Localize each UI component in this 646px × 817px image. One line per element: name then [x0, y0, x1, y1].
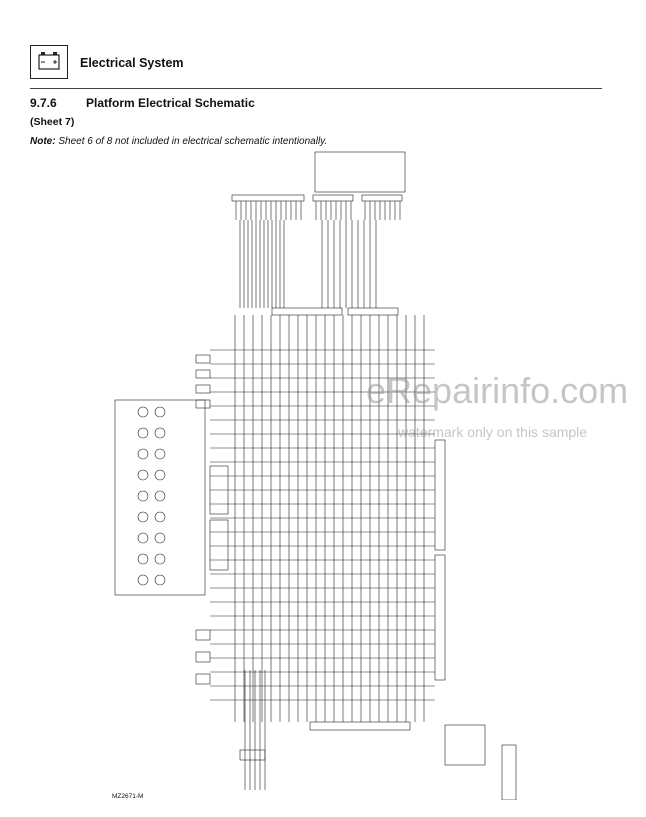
relay-coil: [137, 574, 149, 586]
relay-coil: [154, 427, 166, 439]
connector-block: [209, 519, 229, 571]
relay-coil: [154, 406, 166, 418]
switch-symbol: [195, 384, 211, 394]
watermark-caption: watermark only on this sample: [398, 424, 588, 440]
connector-strip: [361, 194, 403, 202]
relay-coil: [137, 511, 149, 523]
connector-block: [501, 744, 517, 800]
section-number: 9.7.6: [30, 96, 57, 110]
relay-coil: [137, 469, 149, 481]
relay-coil: [154, 448, 166, 460]
relay-coil: [154, 469, 166, 481]
switch-symbol: [195, 369, 211, 379]
relay-coil: [154, 490, 166, 502]
connector-block: [434, 554, 446, 681]
section-title: Platform Electrical Schematic: [86, 96, 255, 110]
switch-symbol: [195, 629, 211, 641]
watermark-brand: eRepairinfo.com: [366, 370, 629, 411]
connector-strip: [347, 307, 399, 316]
relay-coil: [154, 511, 166, 523]
battery-icon: [30, 45, 68, 79]
note-label: Note:: [30, 136, 56, 147]
relay-coil: [154, 574, 166, 586]
relay-coil: [137, 532, 149, 544]
page-header-title: Electrical System: [80, 56, 184, 70]
switch-symbol: [195, 354, 211, 364]
connector-strip: [309, 721, 411, 731]
relay-coil: [154, 532, 166, 544]
relay-coil: [154, 553, 166, 565]
connector-strip: [312, 194, 354, 202]
connector-block: [434, 439, 446, 551]
relay-coil: [137, 553, 149, 565]
module-box: [444, 724, 486, 766]
relay-coil: [137, 490, 149, 502]
switch-symbol: [195, 399, 211, 409]
drawing-id: MZ2671-M: [112, 793, 144, 800]
sheet-label: (Sheet 7): [30, 116, 75, 128]
switch-symbol: [195, 673, 211, 685]
switch-symbol: [195, 651, 211, 663]
controller-box: [314, 151, 406, 193]
connector-strip: [271, 307, 343, 316]
relay-coil: [137, 448, 149, 460]
relay-panel: [114, 399, 206, 596]
header-divider: [30, 88, 602, 89]
connector-block: [239, 749, 266, 761]
note-line: Note: Sheet 6 of 8 not included in elect…: [30, 136, 327, 147]
relay-coil: [137, 406, 149, 418]
electrical-schematic: [114, 151, 517, 800]
connector-strip: [231, 194, 305, 202]
relay-coil: [137, 427, 149, 439]
note-text: Sheet 6 of 8 not included in electrical …: [58, 136, 328, 147]
